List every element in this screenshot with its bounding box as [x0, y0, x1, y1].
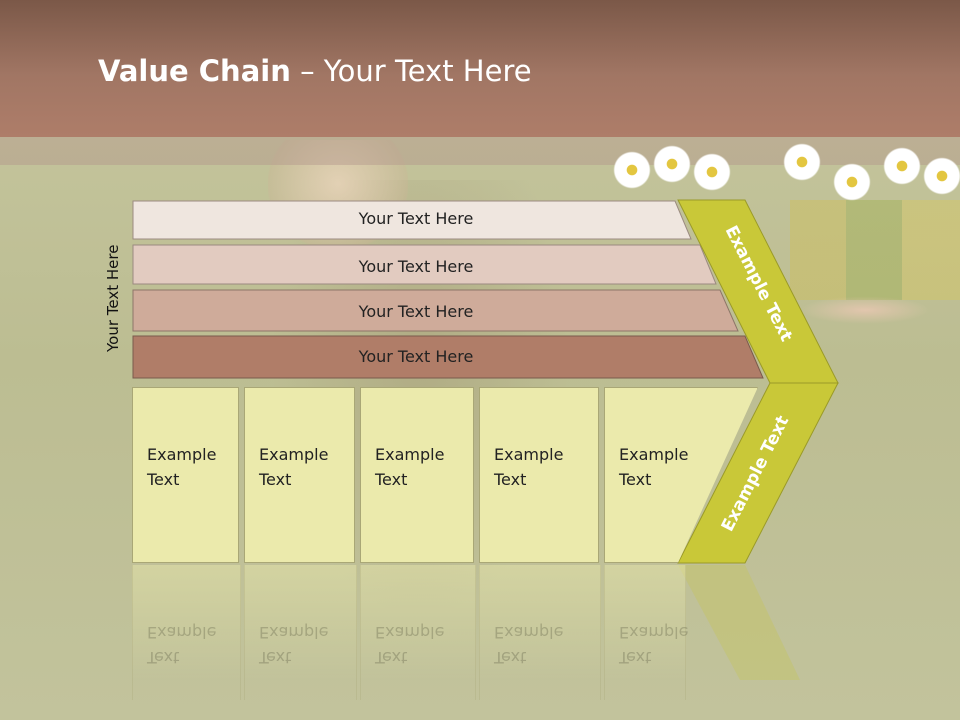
header-bar: [0, 0, 960, 137]
box-4-line2: Text: [494, 470, 527, 489]
background-squares: [790, 200, 960, 300]
boxes-reflection: Text Example Text Example Text Example Text…: [132, 565, 772, 700]
row-bar-2: [132, 244, 717, 285]
row-label-3: Your Text Here: [358, 302, 474, 321]
refl-4-line2: Text: [494, 648, 527, 667]
row-label-1: Your Text Here: [358, 209, 474, 228]
row-label-4: Your Text Here: [358, 347, 474, 366]
box-4-line1: Example: [494, 445, 564, 464]
refl-2-line2: Text: [259, 648, 292, 667]
title-rest: – Your Text Here: [290, 54, 532, 88]
row-bar-4: [132, 335, 764, 379]
refl-5-line1: Example: [619, 623, 689, 642]
box-1-line1: Example: [147, 445, 217, 464]
refl-3-line1: Example: [375, 623, 445, 642]
box-5-line2: Text: [619, 470, 652, 489]
box-5-line1: Example: [619, 445, 689, 464]
row-bar-3: [132, 289, 739, 332]
box-3-line2: Text: [375, 470, 408, 489]
refl-1-line1: Example: [147, 623, 217, 642]
row-label-2: Your Text Here: [358, 257, 474, 276]
refl-4-line1: Example: [494, 623, 564, 642]
box-1-line2: Text: [147, 470, 180, 489]
title-bold: Value Chain: [98, 54, 291, 88]
refl-2-line1: Example: [259, 623, 329, 642]
slide-title: Value Chain – Your Text Here: [98, 54, 532, 88]
refl-5-line2: Text: [619, 648, 652, 667]
row-bar-1: [132, 200, 692, 240]
chevron-lower: [677, 382, 839, 564]
flower-decoration: [600, 140, 960, 220]
box-2-line1: Example: [259, 445, 329, 464]
refl-3-line2: Text: [375, 648, 408, 667]
box-2-line2: Text: [259, 470, 292, 489]
row-bars: Your Text Here Your Text Here Your Text …: [132, 200, 764, 379]
box-3-line1: Example: [375, 445, 445, 464]
refl-1-line2: Text: [147, 648, 180, 667]
background-hand: [800, 296, 930, 324]
chevron-reflection: [678, 565, 800, 680]
